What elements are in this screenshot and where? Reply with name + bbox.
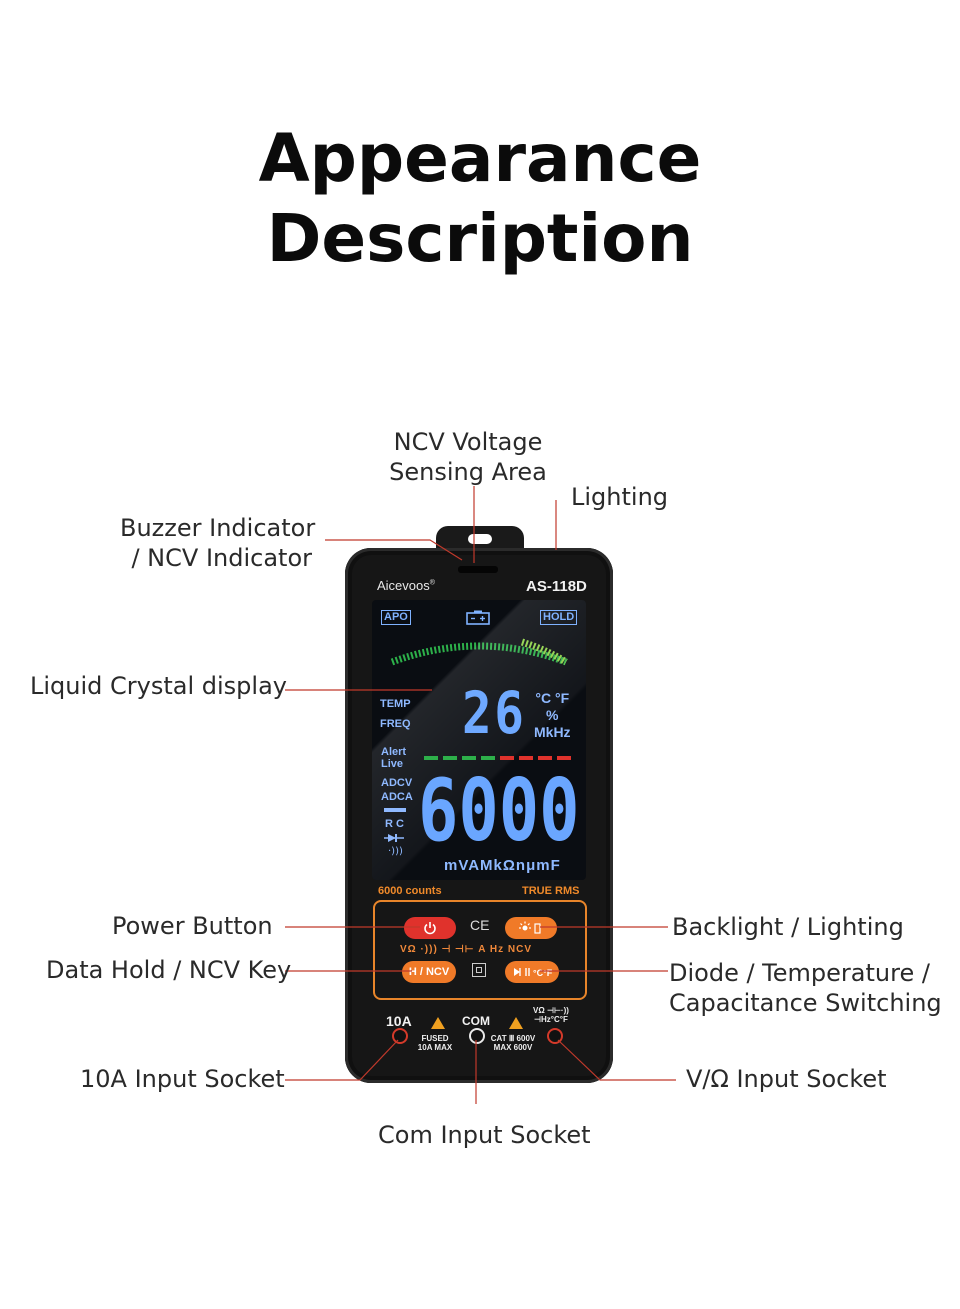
bargraph-segment [519, 756, 533, 760]
ncv-indicator-slot [458, 566, 498, 573]
diode-continuity-icons: ·))) [384, 808, 406, 857]
bargraph-segment [538, 756, 552, 760]
socket-label-vohm: VΩ ⊣⊢·)) ⊣Hz°C°F [533, 1006, 569, 1024]
cat-rating-label: CAT Ⅲ 600V MAX 600V [490, 1034, 536, 1052]
bargraph-segment [557, 756, 571, 760]
socket-label-com: COM [462, 1014, 490, 1028]
diode-cap-temp-icon: °C°F [514, 968, 553, 978]
secondary-reading: 26 [462, 679, 527, 747]
callout-vohm-socket: V/Ω Input Socket [686, 1065, 887, 1093]
lcd-label-adca: ADCA [381, 791, 413, 803]
com-socket[interactable] [469, 1028, 485, 1044]
button-panel [373, 900, 587, 1000]
callout-backlight: Backlight / Lighting [672, 913, 904, 941]
svg-text:·))): ·))) [388, 846, 403, 857]
callout-diode: Diode / Temperature / Capacitance Switch… [669, 959, 942, 1017]
callout-com-socket: Com Input Socket [378, 1121, 591, 1149]
lcd-label-adcv: ADCV [381, 777, 413, 789]
callout-power-button: Power Button [112, 912, 273, 940]
fused-label: FUSED 10A MAX [417, 1034, 453, 1052]
main-units: mVAMkΩnμmF [444, 857, 561, 874]
page-title-line2: Description [266, 200, 694, 277]
power-button[interactable] [404, 917, 456, 939]
warning-icon [509, 1017, 523, 1029]
ce-mark: CE [470, 917, 490, 933]
analog-scale [390, 638, 568, 666]
callout-data-hold: Data Hold / NCV Key [46, 956, 292, 984]
bargraph-segment [481, 756, 495, 760]
10a-socket[interactable] [392, 1028, 408, 1044]
page-title-line1: Appearance [258, 120, 702, 197]
diode-temp-cap-button[interactable]: °C°F [505, 961, 559, 983]
bargraph-segment [500, 756, 514, 760]
mode-strip: VΩ ·))) ⊣ ⊣⊢ A Hz NCV [400, 944, 532, 955]
light-icon [519, 921, 541, 934]
power-icon [424, 922, 436, 935]
lcd-label-freq: FREQ [380, 718, 411, 730]
lcd-screen [372, 600, 586, 880]
brand-logo: Aicevoos® [377, 578, 435, 593]
svg-text:°C°F: °C°F [533, 968, 552, 978]
backlight-button[interactable] [505, 917, 557, 939]
true-rms-label: TRUE RMS [522, 885, 580, 897]
callout-lighting: Lighting [571, 483, 669, 511]
model-name: AS-118D [526, 578, 587, 595]
hold-ncv-button[interactable]: H / NCV [402, 961, 456, 983]
main-reading: 6000 [418, 761, 580, 861]
double-insulation-icon [472, 963, 486, 977]
lcd-label-live: Live [381, 758, 404, 770]
callout-lcd: Liquid Crystal display [30, 672, 287, 700]
hold-indicator: HOLD [540, 610, 578, 625]
hanging-hole [468, 534, 492, 544]
callout-10a-socket: 10A Input Socket [80, 1065, 285, 1093]
socket-label-10a: 10A [386, 1013, 412, 1029]
screen-glare [372, 600, 586, 880]
lcd-label-rc: R C [385, 818, 404, 830]
callout-ncv-area: NCV Voltage Sensing Area [389, 428, 547, 486]
bargraph-segment [424, 756, 438, 760]
callout-buzzer: Buzzer Indicator / NCV Indicator [120, 514, 316, 572]
bargraph-segment [443, 756, 457, 760]
vohm-socket[interactable] [547, 1028, 563, 1044]
battery-icon [466, 610, 490, 625]
lcd-label-alert: Alert [381, 746, 407, 758]
warning-icon [431, 1017, 445, 1029]
secondary-units: °C °F % MkHz [534, 690, 571, 740]
bargraph-segment [462, 756, 476, 760]
apo-indicator: APO [381, 610, 411, 625]
counts-label: 6000 counts [378, 885, 442, 897]
lcd-label-temp: TEMP [380, 698, 411, 710]
